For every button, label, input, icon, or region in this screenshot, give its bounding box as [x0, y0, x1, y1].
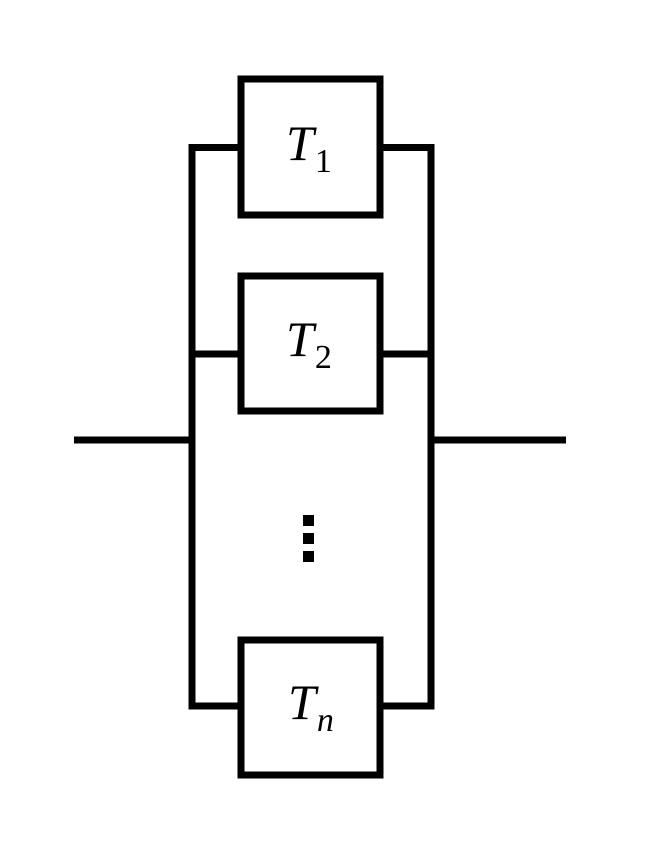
ellipsis-dots [303, 515, 314, 562]
branch-2: T2 [188, 272, 435, 415]
element-subscript-1: 1 [315, 143, 332, 180]
ellipsis-dot-2 [303, 533, 314, 544]
element-subscript-n: n [317, 702, 334, 739]
element-box-n [237, 636, 384, 779]
ellipsis-dot-3 [303, 551, 314, 562]
element-symbol-1: T [286, 115, 317, 171]
element-label-1: T1 [286, 115, 332, 180]
element-symbol-2: T [286, 311, 317, 367]
element-box-1 [237, 75, 384, 219]
element-box-2 [237, 272, 384, 415]
element-symbol-n: T [288, 674, 319, 730]
ellipsis-dot-1 [303, 515, 314, 526]
branch-1: T1 [188, 75, 435, 219]
element-label-n: Tn [288, 674, 334, 739]
branch-n: Tn [188, 636, 435, 779]
element-label-2: T2 [286, 311, 332, 376]
element-subscript-2: 2 [315, 339, 332, 376]
